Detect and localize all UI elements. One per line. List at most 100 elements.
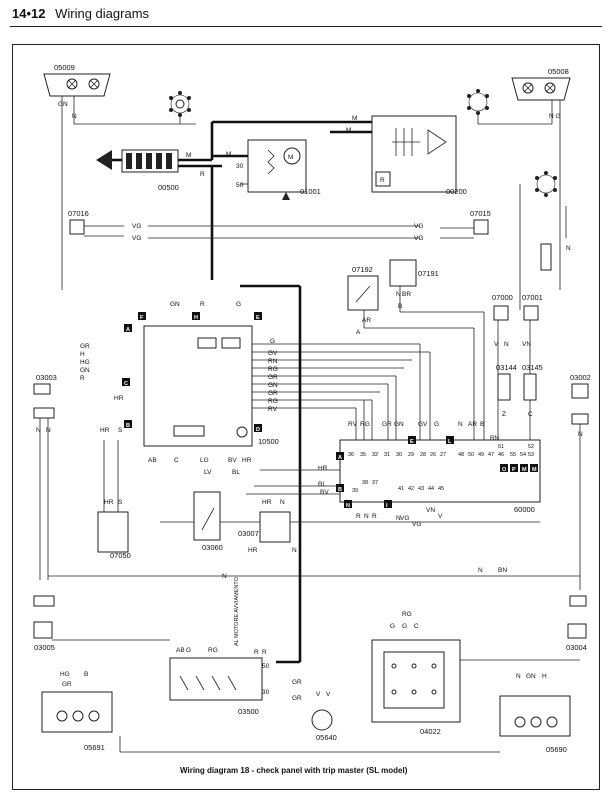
diagram-shape [427, 129, 447, 155]
diagram-label: G [390, 623, 395, 630]
diagram-shape [408, 436, 416, 444]
diagram-label: 03005 [34, 643, 55, 652]
diagram-label: 04022 [420, 727, 441, 736]
diagram-label: 44 [428, 486, 434, 492]
diagram-label: HR [114, 395, 124, 402]
diagram-label: 03060 [202, 543, 223, 552]
diagram-label: C [414, 623, 419, 630]
diagram-shape [169, 108, 173, 112]
diagram-label: 55 [510, 452, 516, 458]
diagram-label: H [542, 673, 547, 680]
diagram-label: N [72, 113, 77, 120]
diagram-label: 26 [430, 452, 436, 458]
switch-housing [347, 275, 379, 311]
diagram-shape [510, 464, 518, 472]
diagram-label: S [118, 499, 123, 506]
diagram-label: 03144 [496, 363, 517, 372]
diagram-label: P [512, 467, 516, 473]
diagram-label: GN [268, 382, 278, 389]
diagram-shape [384, 500, 392, 508]
diagram-shape [485, 94, 489, 98]
diagram-label: A [356, 329, 361, 336]
diagram-label: GN [58, 101, 68, 108]
diagram-caption: Wiring diagram 18 - check panel with tri… [180, 766, 408, 775]
diagram-label: HR [242, 457, 252, 464]
switch-contacts [383, 651, 445, 709]
diagram-shape [530, 464, 538, 472]
diagram-label: 07192 [352, 265, 373, 274]
diagram-label: N [396, 515, 401, 522]
diagram-shape [89, 79, 99, 89]
component-03003: 03003 N N [33, 373, 57, 580]
diagram-shape [391, 689, 397, 695]
diagram-label: 31 [384, 452, 390, 458]
diagram-label: VN [426, 507, 435, 514]
diagram-label: VG [132, 235, 141, 242]
diagram-label: N [504, 341, 509, 348]
component-05690: GN N H RM P 05690 [499, 673, 571, 754]
component-04022: RG G G C 04022 [371, 611, 461, 736]
diagram-label: RG [268, 398, 278, 405]
diagram-label: 36 [348, 452, 354, 458]
diagram-label: BN [498, 567, 507, 574]
diagram-label: 05690 [546, 745, 567, 754]
diagram-shape [500, 464, 508, 472]
connector-icon [571, 413, 589, 425]
diagram-label: V [494, 341, 499, 348]
diagram-label: 54 [520, 452, 526, 458]
lamp-icon [546, 716, 558, 728]
component-03002: 03002 N [570, 373, 591, 590]
diagram-label: BN [490, 435, 499, 442]
diagram-label: RG [360, 421, 370, 428]
diagram-label: 38 [362, 480, 368, 486]
diagram-label: L [448, 439, 452, 445]
diagram-shape [467, 106, 471, 110]
diagram-label: B [126, 423, 130, 429]
diagram-label: GR [292, 679, 302, 686]
ground-star-icon [535, 171, 557, 197]
diagram-label: R [262, 649, 267, 656]
diagram-shape [156, 153, 162, 169]
component-07050: HR S 07050 [97, 440, 131, 560]
diagram-label: BL [318, 481, 326, 488]
diagram-shape [195, 675, 205, 691]
diagram-label: A [126, 327, 130, 333]
diagram-label: E [410, 439, 414, 445]
diagram-label: I [386, 503, 388, 509]
diagram-label: M [522, 467, 527, 473]
diagram-label: M [352, 115, 357, 122]
diagram-label: R [356, 513, 361, 520]
diagram-shape [166, 153, 172, 169]
diagram-shape [431, 689, 437, 695]
lamp-icon [56, 710, 68, 722]
regulator-icon [375, 171, 391, 187]
diagram-label: O [502, 467, 507, 473]
diagram-label: AR [362, 317, 371, 324]
diagram-label: G [434, 421, 439, 428]
diagram-label: 39 [352, 488, 358, 494]
diagram-label: 07001 [522, 293, 543, 302]
diagram-label: GN [526, 673, 536, 680]
diagram-shape [467, 94, 471, 98]
diagram-label: GN [170, 301, 180, 308]
diagram-label: RV [268, 406, 278, 413]
diagram-label: VG [400, 515, 409, 522]
diagram-label: S [118, 427, 123, 434]
diagram-label: 27 [440, 452, 446, 458]
diagram-label: D [256, 427, 260, 433]
diagram-label: B [84, 671, 88, 678]
diagram-label: GR [62, 681, 72, 688]
switch-housing [193, 491, 221, 541]
lamp-icon [69, 219, 85, 235]
diagram-label: HR [318, 465, 328, 472]
diagram-label: N [396, 291, 401, 298]
diagram-label: RG [268, 366, 278, 373]
diagram-label: 29 [408, 452, 414, 458]
diagram-label: GR [382, 421, 392, 428]
diagram-label: 03004 [566, 643, 587, 652]
diagram-label: 30 [236, 163, 244, 170]
diagram-label: R [80, 375, 85, 382]
diagram-label: VG [412, 521, 421, 528]
diagram-label: HR [100, 427, 110, 434]
component-05640: GR GR V V 05640 [292, 679, 337, 742]
